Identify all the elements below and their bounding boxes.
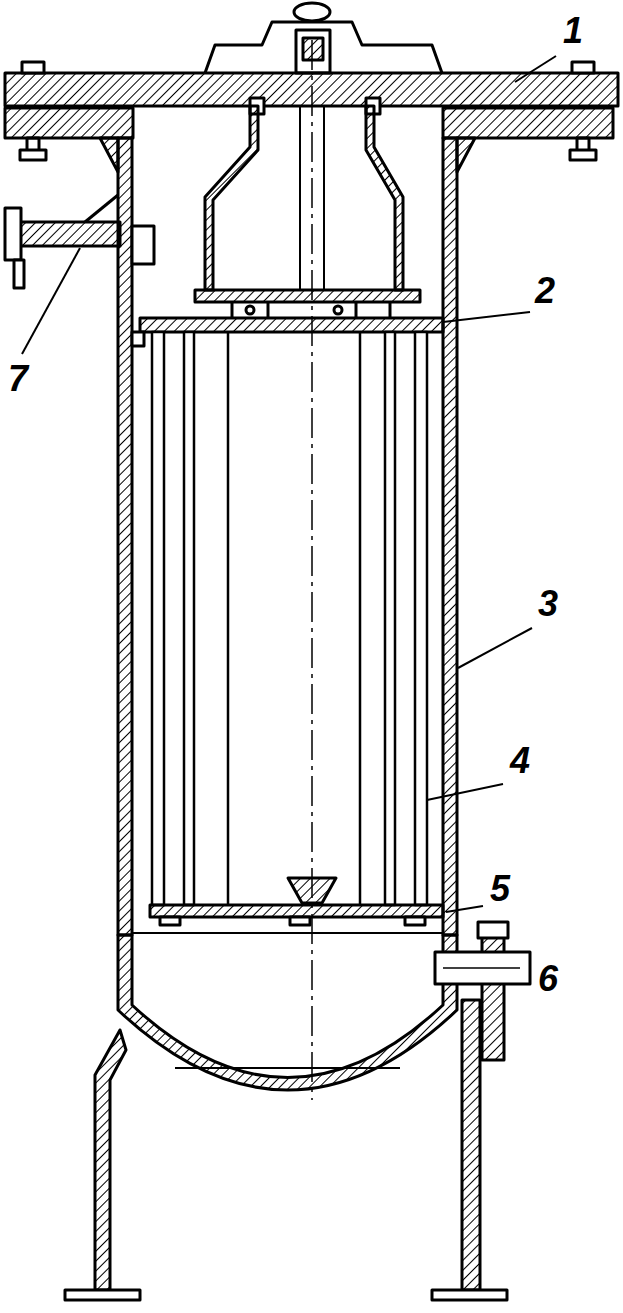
- center-axis: [311, 40, 313, 1100]
- callout-number: 5: [487, 870, 513, 908]
- callout-number: 2: [532, 272, 558, 310]
- tube-sheet: [132, 290, 443, 346]
- leader-lines: [22, 56, 556, 912]
- callout-number: 3: [535, 585, 561, 623]
- leader-line: [22, 248, 80, 354]
- bottom-plate: [150, 878, 443, 925]
- support-bell: [205, 106, 403, 290]
- leader-line: [458, 628, 532, 668]
- leader-line: [443, 312, 530, 322]
- filter-elements: [152, 332, 427, 905]
- callout-number: 6: [535, 960, 561, 998]
- cover-dome: [205, 3, 442, 73]
- leader-line: [446, 906, 483, 912]
- support-legs: [65, 1000, 507, 1300]
- body-flange: [5, 108, 613, 172]
- callout-number: 7: [5, 360, 31, 398]
- inlet-nozzle: [5, 195, 154, 288]
- leader-line: [427, 784, 503, 800]
- outlet-valve: [435, 922, 530, 1060]
- callout-number: 1: [560, 12, 586, 50]
- shell: [118, 138, 457, 1090]
- callout-number: 4: [507, 742, 533, 780]
- leader-line: [515, 56, 556, 82]
